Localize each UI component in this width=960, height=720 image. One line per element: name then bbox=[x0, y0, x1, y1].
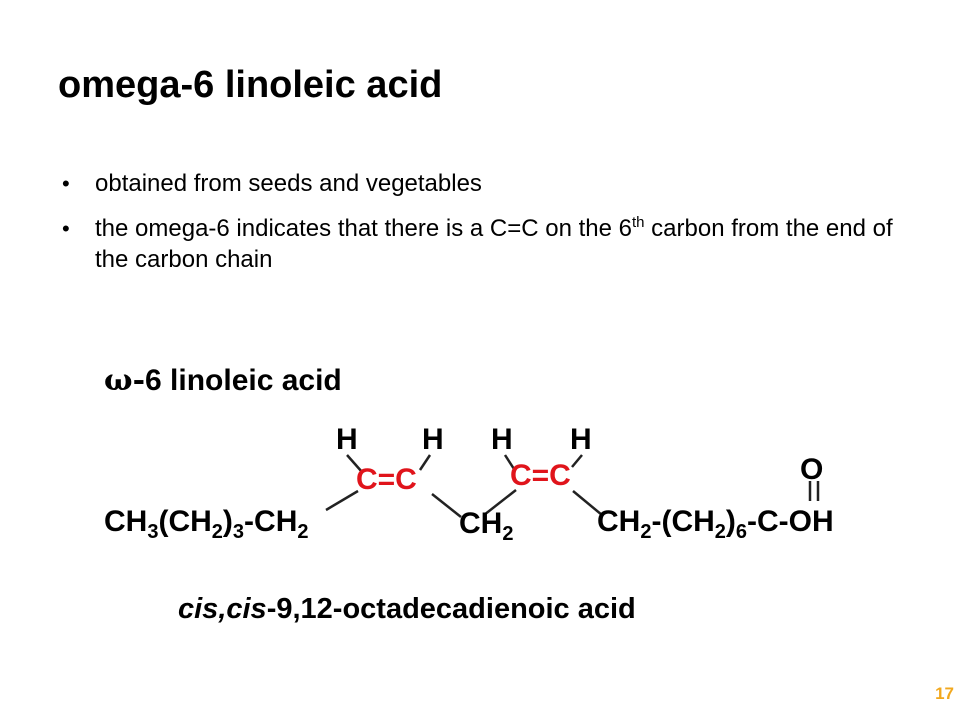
bullet-item: the omega-6 indicates that there is a C=… bbox=[62, 213, 912, 275]
bullet-list: obtained from seeds and vegetables the o… bbox=[62, 168, 912, 289]
linoleic-acid-structure: ω-6 linoleic acid H H H H C=C C=C O CH3(… bbox=[100, 355, 920, 655]
chain-bond-line bbox=[572, 490, 603, 516]
hydrogen-label: H bbox=[491, 423, 513, 456]
omega-symbol: ω- bbox=[104, 363, 146, 398]
double-bond-2: C=C bbox=[510, 459, 571, 492]
hydrogen-label: H bbox=[570, 423, 592, 456]
h-bond-line bbox=[503, 454, 516, 470]
h-bond-line bbox=[346, 454, 363, 473]
bond-lines bbox=[325, 454, 820, 518]
chain-segment-1: CH3(CH2)3-CH2 bbox=[104, 505, 309, 543]
double-bond-1: C=C bbox=[356, 463, 417, 496]
chain-bond-line bbox=[325, 489, 359, 512]
chain-bond-line bbox=[431, 493, 462, 518]
chain-bond-line bbox=[483, 489, 517, 516]
figure-title: ω-6 linoleic acid bbox=[104, 363, 342, 398]
h-bond-line bbox=[571, 454, 583, 468]
iupac-name: cis,cis-9,12-octadecadienoic acid bbox=[178, 593, 636, 625]
hydrogen-label: H bbox=[336, 423, 358, 456]
carbonyl-oxygen: O bbox=[800, 453, 824, 486]
chain-segment-2: CH2 bbox=[459, 507, 514, 545]
bullet-item: obtained from seeds and vegetables bbox=[62, 168, 912, 199]
page-number: 17 bbox=[935, 684, 954, 703]
chain-segment-3: CH2-(CH2)6-C-OH bbox=[597, 505, 834, 543]
page-title: omega-6 linoleic acid bbox=[58, 64, 443, 106]
h-bond-line bbox=[418, 454, 432, 471]
hydrogen-label: H bbox=[422, 423, 444, 456]
